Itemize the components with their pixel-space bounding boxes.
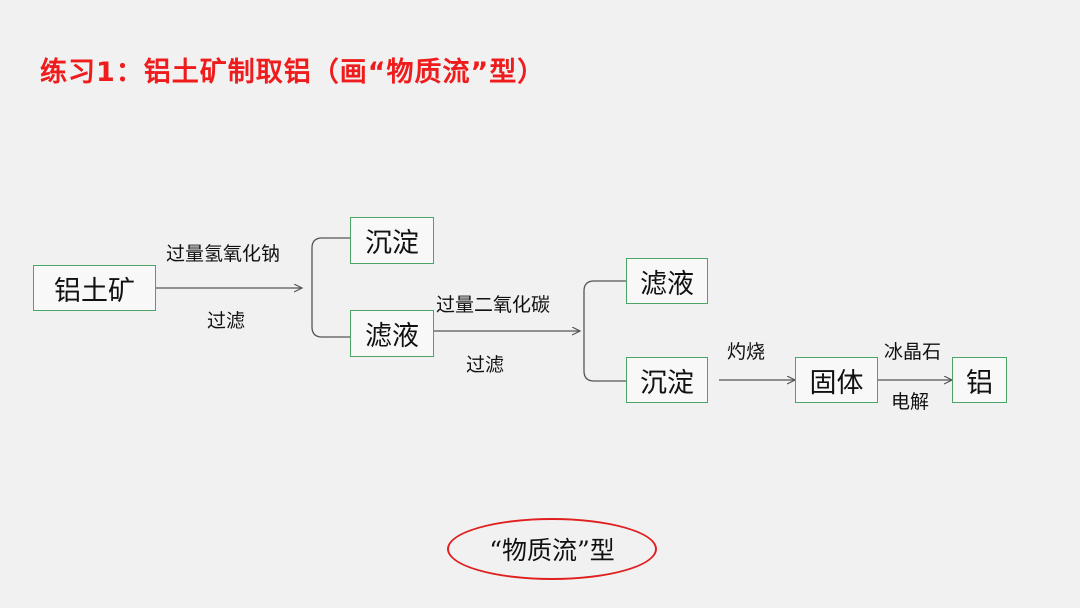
node-bauxite: 铝土矿	[33, 265, 156, 311]
label-step4-operation: 电解	[891, 391, 930, 413]
material-flow-badge: “物质流”型	[447, 518, 657, 580]
label-step1-operation: 过滤	[207, 310, 246, 332]
label-step3: 灼烧	[727, 341, 766, 363]
node-precipitate-2: 沉淀	[626, 357, 708, 403]
node-aluminum: 铝	[952, 357, 1007, 403]
label-step4-reagent: 冰晶石	[884, 341, 942, 363]
branch-bracket-1	[311, 237, 350, 338]
page-title: 练习1：铝土矿制取铝（画“物质流”型）	[40, 57, 546, 88]
branch-bracket-2	[583, 280, 626, 382]
node-filtrate-2: 滤液	[626, 258, 708, 304]
label-step1-reagent: 过量氢氧化钠	[166, 243, 281, 265]
node-precipitate-1: 沉淀	[350, 217, 434, 264]
node-filtrate-1: 滤液	[350, 310, 434, 357]
node-solid: 固体	[795, 357, 878, 403]
label-step2-operation: 过滤	[466, 354, 505, 376]
label-step2-reagent: 过量二氧化碳	[436, 294, 551, 316]
